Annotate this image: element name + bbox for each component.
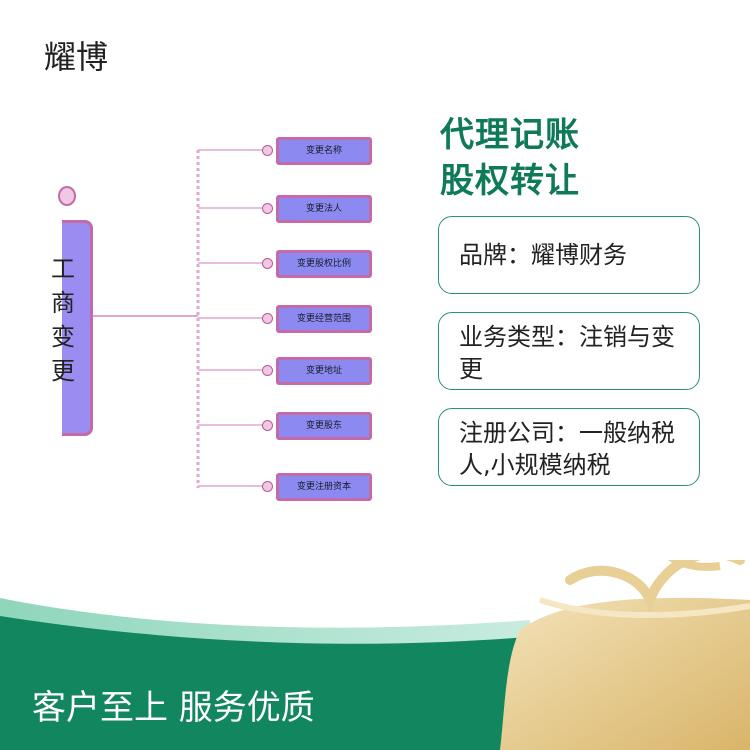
root-node-label: 工商变更	[51, 255, 75, 385]
node-knob	[262, 481, 273, 492]
mind-map-node: 变更股权比例	[276, 250, 372, 278]
headline-line-1: 代理记账	[440, 115, 580, 155]
node-knob	[262, 145, 273, 156]
mind-map-node: 变更名称	[276, 137, 372, 165]
info-card-brand: 品牌：耀博财务	[438, 216, 700, 294]
info-card-company-type: 注册公司：一般纳税人,小规模纳税	[438, 408, 700, 486]
headline-line-2: 股权转让	[440, 161, 580, 201]
root-node	[62, 220, 93, 436]
node-knob	[262, 203, 273, 214]
banner-background	[0, 560, 750, 750]
mind-map-node: 变更股东	[276, 412, 372, 440]
mind-map-node: 变更地址	[276, 357, 372, 385]
mind-map-node: 变更注册资本	[276, 473, 372, 501]
mind-map-node: 变更法人	[276, 195, 372, 223]
root-node-knob	[58, 186, 76, 206]
brand-name: 耀博	[44, 38, 109, 76]
node-knob	[262, 420, 273, 431]
info-card-business-type: 业务类型：注销与变更	[438, 312, 700, 390]
mind-map-connectors	[92, 149, 265, 488]
bottom-banner	[0, 560, 750, 750]
headline: 代理记账 股权转让	[440, 112, 580, 204]
banner-slogan: 客户至上 服务优质	[32, 688, 315, 728]
node-knob	[262, 313, 273, 324]
mind-map-node: 变更经营范围	[276, 305, 372, 333]
node-knob	[262, 365, 273, 376]
node-knob	[262, 258, 273, 269]
mind-map-diagram: 工商变更 变更名称 变更法人 变更股权比例 变更经营范围 变更地址 变更股东 变…	[0, 120, 380, 520]
